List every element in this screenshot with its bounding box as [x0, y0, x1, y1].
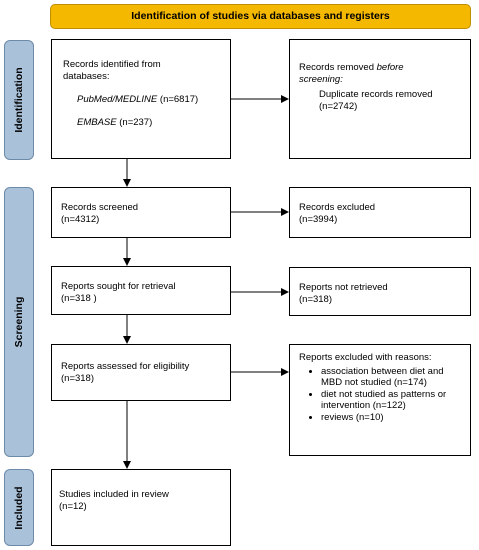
reasons-list: association between diet and MBD not stu…	[299, 366, 464, 423]
studies-included-box: Studies included in review (n=12)	[51, 469, 231, 546]
records-screened-count: (n=4312)	[61, 214, 100, 225]
db-embase-name: EMBASE	[77, 117, 117, 128]
db-embase: EMBASE (n=237)	[63, 117, 230, 129]
reports-excluded-reasons-box: Reports excluded with reasons: associati…	[289, 344, 471, 456]
reason-item: association between diet and MBD not stu…	[321, 366, 464, 388]
reports-sought-label: Reports sought for retrieval	[61, 281, 176, 292]
db-pubmed: PubMed/MEDLINE (n=6817)	[63, 94, 230, 106]
duplicates-line1: Duplicate records removed	[319, 89, 433, 100]
records-excluded-box: Records excluded (n=3994)	[289, 187, 471, 238]
records-excluded-count: (n=3994)	[299, 214, 338, 225]
db-embase-count: (n=237)	[116, 117, 153, 128]
records-removed-prefix: Records removed	[299, 62, 377, 73]
reports-assessed-label: Reports assessed for eligibility	[61, 361, 190, 372]
reports-not-retrieved-box: Reports not retrieved (n=318)	[289, 267, 471, 316]
records-removed-italic: before	[376, 62, 404, 73]
header-title: Identification of studies via databases …	[131, 10, 390, 22]
reports-not-retrieved-label: Reports not retrieved	[299, 282, 388, 293]
header-banner: Identification of studies via databases …	[50, 4, 471, 29]
phase-identification: Identification	[4, 40, 34, 160]
duplicates-line2: (n=2742)	[319, 101, 358, 112]
phase-screening: Screening	[4, 187, 34, 457]
reports-assessed-count: (n=318)	[61, 373, 95, 384]
records-removed-line1: Records removed before	[299, 62, 470, 74]
records-identified-line2: databases:	[63, 71, 110, 82]
reports-sought-count: (n=318 )	[61, 293, 97, 304]
reason-item: reviews (n=10)	[321, 412, 464, 423]
records-removed-box: Records removed before screening: Duplic…	[289, 39, 471, 159]
records-identified-box: Records identified from databases: PubMe…	[51, 39, 231, 159]
records-removed-line2: screening:	[299, 74, 343, 85]
reports-assessed-box: Reports assessed for eligibility (n=318)	[51, 344, 231, 401]
db-pubmed-count: (n=6817)	[157, 94, 199, 105]
records-excluded-label: Records excluded	[299, 202, 376, 213]
reports-not-retrieved-count: (n=318)	[299, 294, 333, 305]
reports-sought-box: Reports sought for retrieval (n=318 )	[51, 266, 231, 315]
studies-included-count: (n=12)	[59, 501, 87, 512]
phase-included: Included	[4, 469, 34, 546]
reports-excluded-reasons-label: Reports excluded with reasons:	[299, 352, 432, 363]
studies-included-label: Studies included in review	[59, 489, 169, 500]
records-screened-box: Records screened (n=4312)	[51, 187, 231, 238]
records-screened-label: Records screened	[61, 202, 139, 213]
records-identified-line1: Records identified from	[63, 59, 161, 70]
db-pubmed-name: PubMed/MEDLINE	[77, 94, 158, 105]
reason-item: diet not studied as patterns or interven…	[321, 389, 464, 411]
